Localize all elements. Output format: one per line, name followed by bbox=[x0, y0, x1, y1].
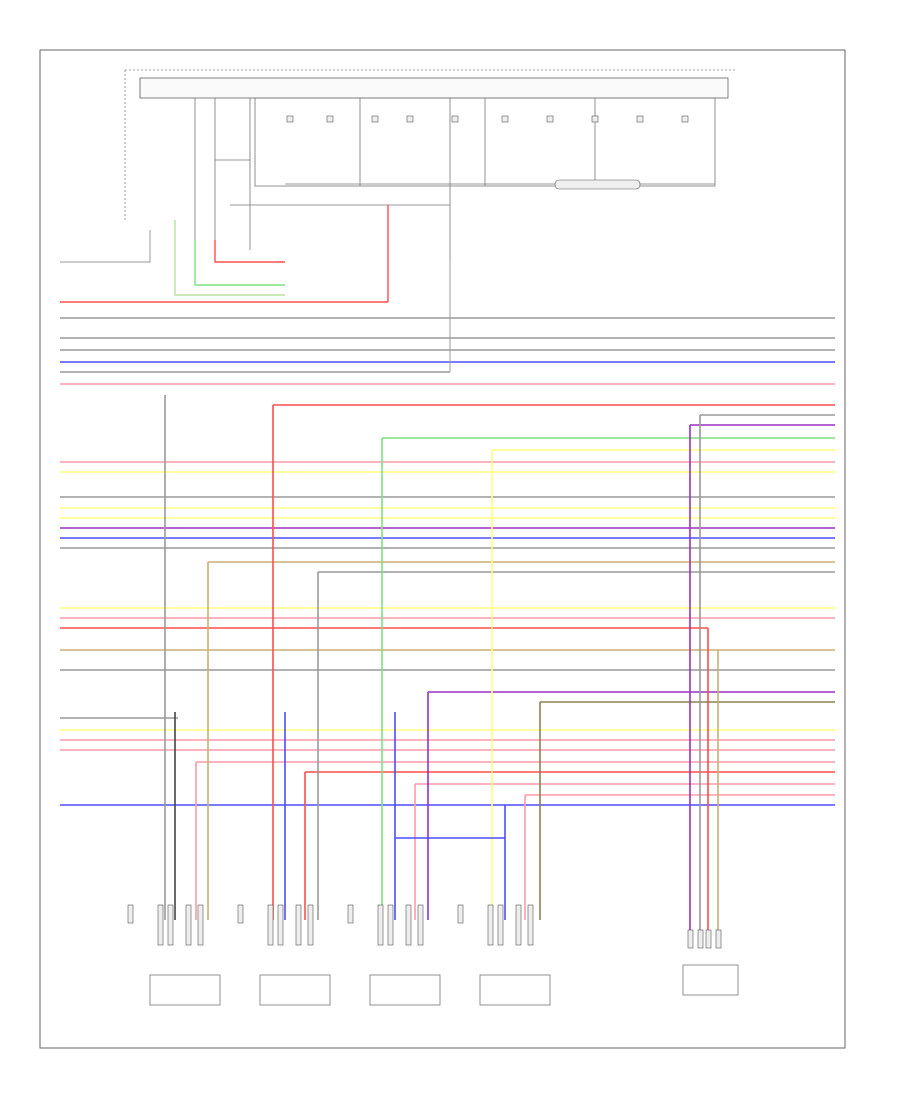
riser-wire bbox=[194, 240, 285, 286]
sub-speaker-body bbox=[682, 964, 739, 996]
fuse-terminal bbox=[326, 115, 334, 123]
connector-pin bbox=[515, 904, 522, 946]
riser-wire bbox=[214, 240, 285, 263]
speaker-body bbox=[479, 974, 551, 1006]
connector-pin bbox=[417, 904, 424, 946]
speaker-body bbox=[369, 974, 441, 1006]
connector-pin bbox=[687, 929, 694, 949]
fuse-terminal bbox=[371, 115, 379, 123]
connector-pin bbox=[295, 904, 302, 946]
connector-pin bbox=[697, 929, 704, 949]
connector-pin bbox=[497, 904, 504, 946]
fuse-terminal bbox=[451, 115, 459, 123]
fuse-terminal bbox=[286, 115, 294, 123]
riser-wire bbox=[60, 230, 151, 263]
connector-pin bbox=[715, 929, 722, 949]
fuse-terminal bbox=[636, 115, 644, 123]
speaker-body bbox=[259, 974, 331, 1006]
connector-pin bbox=[307, 904, 314, 946]
connector-pin bbox=[185, 904, 192, 946]
connector-pin bbox=[377, 904, 384, 946]
connector-pin bbox=[277, 904, 284, 946]
connector-pin bbox=[197, 904, 204, 946]
fuse-terminal bbox=[406, 115, 414, 123]
connector-pin bbox=[705, 929, 712, 949]
connector-pin bbox=[347, 904, 354, 924]
fuse-terminal bbox=[591, 115, 599, 123]
connector-pin bbox=[405, 904, 412, 946]
fuse-terminal bbox=[681, 115, 689, 123]
connector-pin bbox=[527, 904, 534, 946]
fuse-terminal bbox=[501, 115, 509, 123]
speaker-body bbox=[149, 974, 221, 1006]
connector-pin bbox=[387, 904, 394, 946]
connector-pin bbox=[127, 904, 134, 924]
fuse-terminal bbox=[546, 115, 554, 123]
connector-pin bbox=[237, 904, 244, 924]
connector-pin bbox=[167, 904, 174, 946]
diagram-border bbox=[39, 49, 846, 1049]
junction-box bbox=[124, 69, 735, 260]
riser-wire bbox=[174, 220, 285, 296]
connector-pin bbox=[267, 904, 274, 946]
connector-pin bbox=[487, 904, 494, 946]
connector-pin bbox=[157, 904, 164, 946]
connector-pin bbox=[457, 904, 464, 924]
